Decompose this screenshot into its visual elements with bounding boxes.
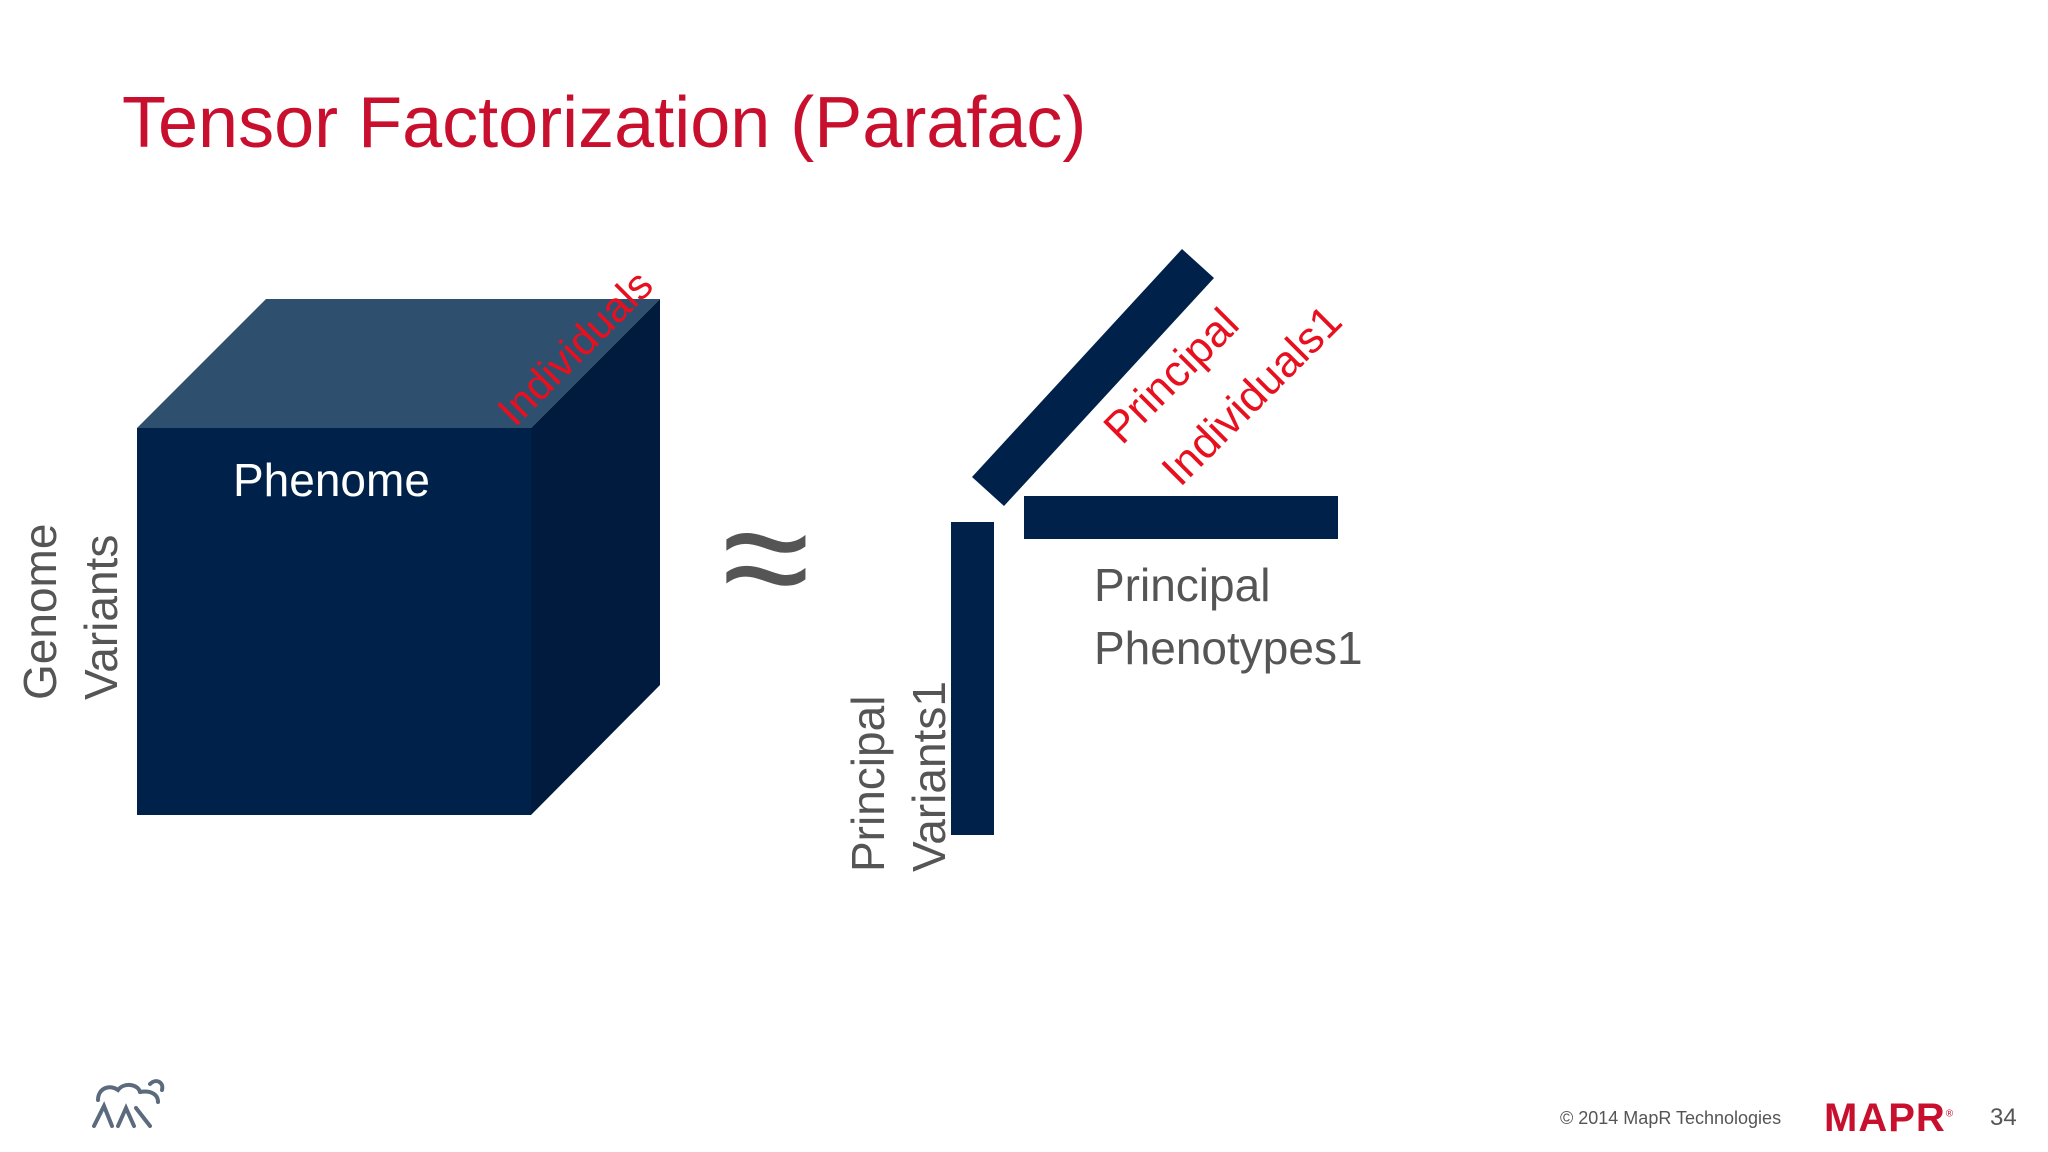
copyright-text: © 2014 MapR Technologies	[1560, 1108, 1782, 1128]
variants-label: Variants	[75, 535, 127, 700]
slide-title: Tensor Factorization (Parafac)	[122, 83, 1087, 163]
mapr-logo-text: MAPR	[1824, 1096, 1946, 1140]
principal-phenotypes-line2: Phenotypes1	[1094, 622, 1363, 674]
phenotypes-factor-bar	[1024, 496, 1338, 539]
principal-variants-line1: Principal	[842, 696, 894, 872]
elephant-logo-icon	[92, 1079, 165, 1128]
page-number: 34	[1990, 1104, 2017, 1131]
variants-factor-bar	[951, 522, 994, 835]
approx-equal-symbol: ≈	[722, 467, 810, 646]
individuals-factor-bar	[972, 249, 1214, 506]
phenome-label: Phenome	[233, 454, 430, 506]
principal-variants-line2: Variants1	[903, 681, 955, 872]
cube-top-face	[137, 299, 660, 428]
principal-phenotypes-line1: Principal	[1094, 559, 1270, 611]
cube-front-face	[137, 428, 531, 815]
genome-label: Genome	[14, 524, 66, 700]
phenome-cube	[137, 299, 660, 815]
mapr-logo-mark: ®	[1945, 1108, 1955, 1120]
mapr-logo: MAPR®	[1824, 1096, 1954, 1141]
cube-side-face	[531, 299, 660, 815]
